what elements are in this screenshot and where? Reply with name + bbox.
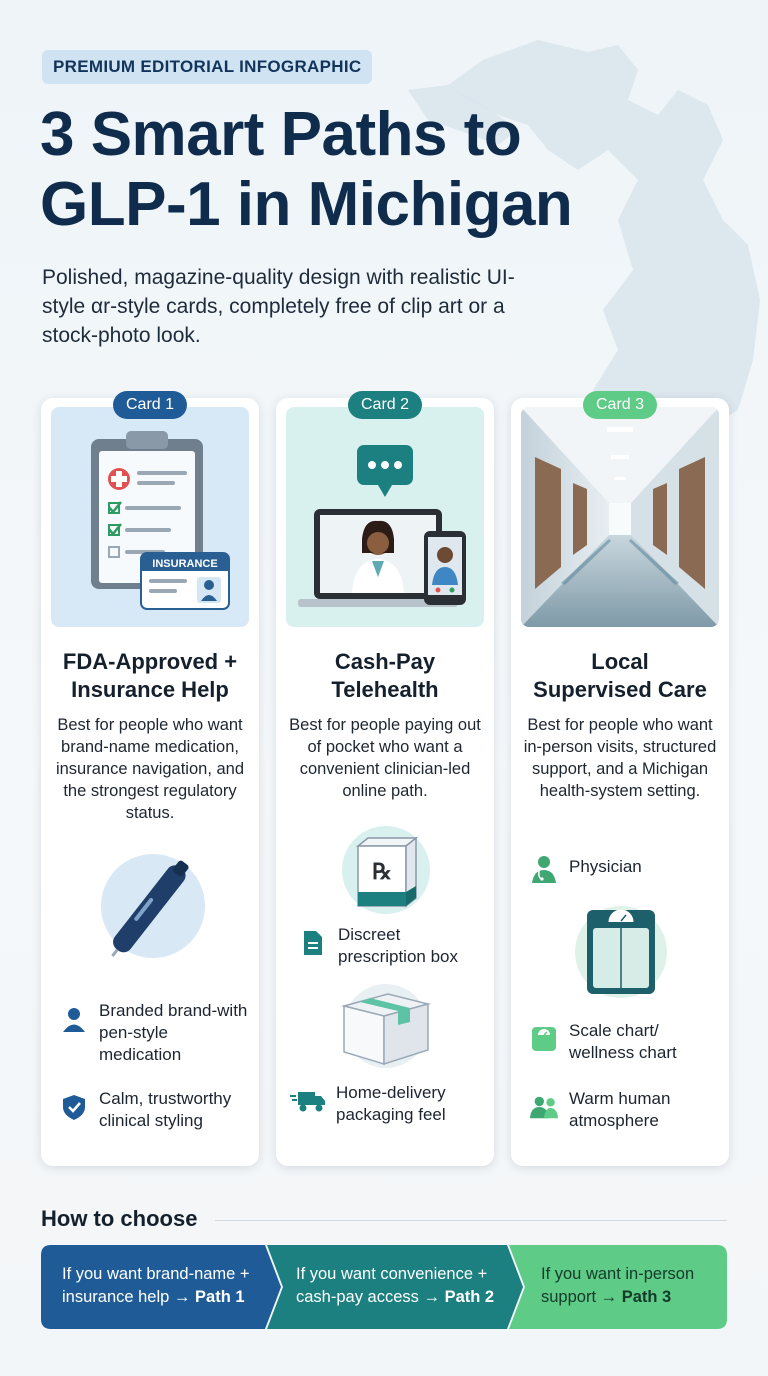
chevron-shape-3	[509, 1245, 727, 1329]
choose-step-2: If you want convenience + cash-pay acces…	[267, 1245, 523, 1329]
scale-icon	[529, 1024, 559, 1054]
card-description: Best for people paying out of pocket who…	[289, 716, 481, 800]
feature-clinical-styling: Calm, trustworthy clinical styling	[59, 1088, 249, 1132]
video-consult-illustration	[286, 407, 484, 627]
title-line-1: 3 Smart Paths to	[40, 100, 522, 169]
step-line-2: insurance help →	[62, 1288, 191, 1306]
path-selector-chevrons: If you want brand-name + insurance help …	[41, 1245, 727, 1329]
feature-label: Home-delivery packaging feel	[336, 1083, 446, 1124]
feature-branded-pen: Branded brand-with pen-style medication	[59, 1000, 249, 1066]
card-title-line-1: Cash-Pay	[334, 649, 436, 674]
card-badge: Card 3	[582, 391, 658, 419]
feature-label: Calm, trustworthy clinical styling	[99, 1089, 232, 1130]
feature-label: Discreet prescription box	[338, 925, 459, 966]
card-badge: Card 2	[347, 391, 423, 419]
feature-label: Physician	[569, 857, 642, 876]
rx-box-illustration: ℞	[342, 826, 430, 914]
step-path-label: Path 2	[444, 1288, 495, 1306]
people-icon	[529, 1092, 559, 1122]
step-line-1: If you want brand-name +	[62, 1265, 250, 1283]
eyebrow-label: PREMIUM EDITORIAL INFOGRAPHIC	[42, 50, 373, 84]
choose-step-1: If you want brand-name + insurance help …	[41, 1245, 281, 1329]
feature-human-atmosphere: Warm human atmosphere	[529, 1088, 719, 1132]
page-subtitle: Polished, magazine-quality design with r…	[42, 266, 515, 347]
title-line-2: GLP-1 in Michigan	[40, 170, 573, 239]
chevron-shape-2	[267, 1245, 523, 1329]
chevron-shape-1	[41, 1245, 281, 1329]
card-title-line-2: Supervised Care	[533, 677, 707, 702]
person-icon	[59, 1004, 89, 1034]
card-title-line-2: Insurance Help	[71, 677, 229, 702]
page-title: 3 Smart Paths to GLP-1 in Michigan	[40, 100, 740, 240]
card-local-care-path: Card 3 Local Supervised Care Be	[511, 391, 729, 1166]
hospital-hallway-photo	[521, 407, 719, 627]
step-line-1: If you want in-person	[541, 1265, 695, 1283]
feature-prescription-box: Discreet prescription box	[298, 924, 488, 968]
card-description: Best for people who want brand-name medi…	[55, 716, 245, 822]
step-line-1: If you want convenience +	[296, 1265, 488, 1283]
card-title-line-1: Local	[591, 649, 649, 674]
card-title-line-2: Telehealth	[331, 677, 439, 702]
card-title: Local Supervised Care	[519, 648, 721, 704]
rx-symbol: ℞	[372, 859, 392, 884]
shield-check-icon	[59, 1092, 89, 1122]
step-path-label: Path 1	[195, 1288, 245, 1306]
feature-physician: Physician	[529, 850, 719, 884]
how-to-choose-heading: How to choose	[41, 1206, 198, 1231]
physician-icon	[529, 854, 559, 884]
insurance-card-text: INSURANCE	[152, 558, 217, 570]
feature-label: Branded brand-with pen-style medication	[99, 1001, 248, 1064]
card-title: Cash-Pay Telehealth	[284, 648, 486, 704]
document-icon	[298, 928, 328, 958]
step-path-label: Path 3	[621, 1288, 672, 1306]
feature-label: Warm human atmosphere	[569, 1089, 671, 1130]
step-line-2: cash-pay access →	[296, 1288, 440, 1306]
section-divider	[215, 1220, 727, 1221]
feature-scale-chart: Scale chart/ wellness chart	[529, 1020, 719, 1064]
card-badge: Card 1	[112, 391, 188, 419]
card-telehealth-path: Card 2 Cash-Pay Telehealth Best for peop…	[276, 391, 494, 1166]
feature-home-delivery: Home-delivery packaging feel	[290, 1082, 486, 1126]
step-line-2: support →	[541, 1288, 618, 1306]
clipboard-insurance-illustration: INSURANCE	[51, 407, 249, 627]
card-title: FDA-Approved + Insurance Help	[49, 648, 251, 704]
card-insurance-path: Card 1 INSURANCE	[41, 391, 259, 1166]
bathroom-scale-illustration	[575, 906, 667, 998]
choose-step-3: If you want in-person support → Path 3	[509, 1245, 727, 1329]
card-title-line-1: FDA-Approved +	[62, 649, 238, 674]
michigan-map-silhouette	[408, 40, 760, 440]
injection-pen-illustration	[101, 854, 205, 958]
delivery-truck-icon	[290, 1086, 326, 1116]
feature-label: Scale chart/ wellness chart	[569, 1021, 677, 1062]
card-description: Best for people who want in-person visit…	[523, 716, 717, 800]
delivery-box-illustration	[341, 984, 431, 1068]
